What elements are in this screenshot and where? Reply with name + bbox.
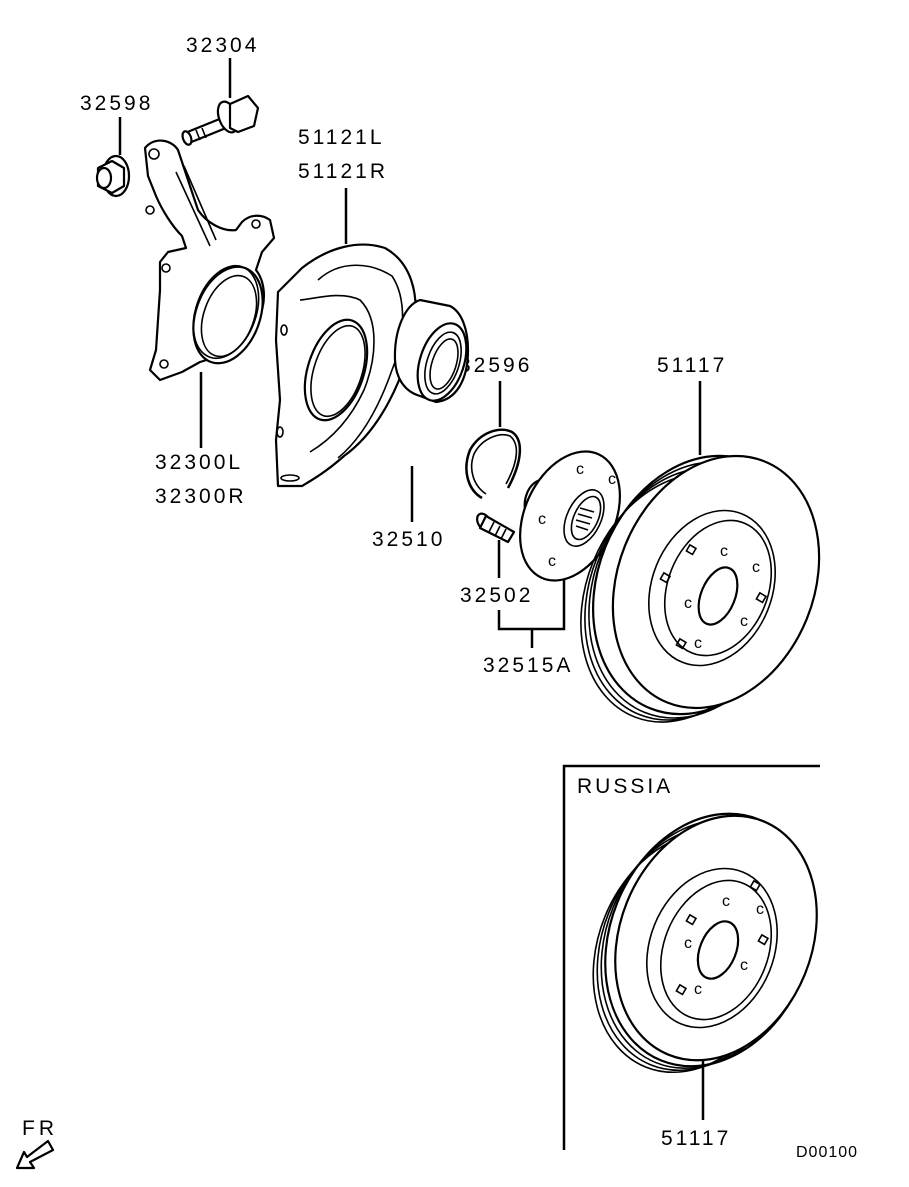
inset-label: RUSSIA bbox=[577, 775, 673, 798]
nut-drawing[interactable] bbox=[95, 154, 131, 198]
label-brake-disc-russia[interactable]: 51117 bbox=[661, 1127, 731, 1150]
disc-stud-hole: c bbox=[684, 935, 693, 952]
hub-stud-hole: c bbox=[548, 553, 557, 570]
snap-ring-drawing[interactable] bbox=[465, 428, 522, 500]
disc-stud-hole: c bbox=[722, 893, 731, 910]
hub-stud-hole: c bbox=[608, 471, 617, 488]
disc-stud-hole: c bbox=[740, 957, 749, 974]
diagram-code: D00100 bbox=[796, 1144, 858, 1161]
label-hub-bolt[interactable]: 32502 bbox=[460, 584, 533, 607]
label-dust-shield-r[interactable]: 51121R bbox=[298, 160, 388, 183]
bolt-drawing[interactable] bbox=[181, 94, 260, 146]
label-hub-assembly[interactable]: 32515A bbox=[483, 654, 573, 677]
brake-disc-drawing[interactable]: c c c c c bbox=[545, 423, 856, 752]
label-knuckle-r[interactable]: 32300R bbox=[155, 485, 247, 508]
disc-stud-hole: c bbox=[684, 595, 693, 612]
label-nut[interactable]: 32598 bbox=[80, 92, 153, 115]
hub-stud-hole: c bbox=[576, 461, 585, 478]
hub-stud-hole: c bbox=[538, 511, 547, 528]
label-bolt[interactable]: 32304 bbox=[186, 34, 259, 57]
hub-drawing[interactable]: c c c c bbox=[500, 435, 639, 596]
disc-stud-hole: c bbox=[740, 613, 749, 630]
disc-stud-hole: c bbox=[720, 543, 729, 560]
label-wheel-bearing[interactable]: 32510 bbox=[372, 528, 445, 551]
hub-bolt-drawing[interactable] bbox=[474, 511, 516, 544]
brake-disc-russia-drawing[interactable]: c c c c c bbox=[558, 782, 852, 1102]
label-knuckle-l[interactable]: 32300L bbox=[155, 451, 243, 474]
disc-stud-hole: c bbox=[694, 635, 703, 652]
disc-stud-hole: c bbox=[694, 981, 703, 998]
wheel-bearing-drawing[interactable] bbox=[393, 298, 475, 407]
front-label: FR bbox=[22, 1117, 58, 1140]
disc-stud-hole: c bbox=[756, 901, 765, 918]
dust-shield-drawing[interactable] bbox=[274, 243, 417, 488]
label-dust-shield-l[interactable]: 51121L bbox=[298, 126, 385, 149]
disc-stud-hole: c bbox=[752, 559, 761, 576]
label-brake-disc[interactable]: 51117 bbox=[657, 354, 727, 377]
label-snap-ring[interactable]: 32596 bbox=[459, 354, 532, 377]
inset-frame bbox=[562, 764, 820, 1150]
front-arrow-icon bbox=[15, 1139, 55, 1170]
knuckle-drawing[interactable] bbox=[143, 139, 276, 382]
